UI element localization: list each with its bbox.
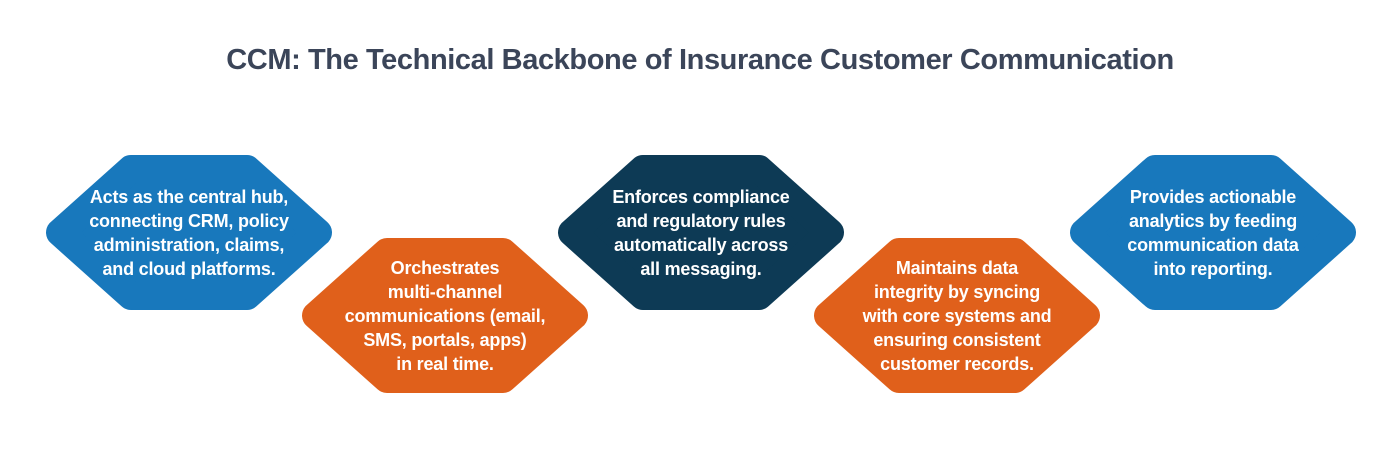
hexagon-multi-channel: Orchestrates multi-channel communication… xyxy=(301,238,589,393)
hexagon-compliance-text: Enforces compliance and regulatory rules… xyxy=(612,186,790,279)
hexagon-data-integrity-text: Maintains data integrity by syncing with… xyxy=(862,257,1052,374)
hexagon-central-hub: Acts as the central hub, connecting CRM,… xyxy=(45,155,333,310)
hexagon-analytics: Provides actionable analytics by feeding… xyxy=(1069,155,1357,310)
hexagon-shape xyxy=(302,238,588,393)
hexagon-shape xyxy=(46,155,332,310)
hexagon-shape xyxy=(558,155,844,310)
hexagon-shape xyxy=(1070,155,1356,310)
hexagon-compliance: Enforces compliance and regulatory rules… xyxy=(557,155,845,310)
hexagon-data-integrity: Maintains data integrity by syncing with… xyxy=(813,238,1101,393)
page-title: CCM: The Technical Backbone of Insurance… xyxy=(226,44,1174,76)
hexagon-analytics-text: Provides actionable analytics by feeding… xyxy=(1127,186,1299,279)
hexagon-central-hub-text: Acts as the central hub, connecting CRM,… xyxy=(89,186,289,279)
hexagon-shape xyxy=(814,238,1100,393)
hexagon-multi-channel-text: Orchestrates multi-channel communication… xyxy=(344,257,546,374)
